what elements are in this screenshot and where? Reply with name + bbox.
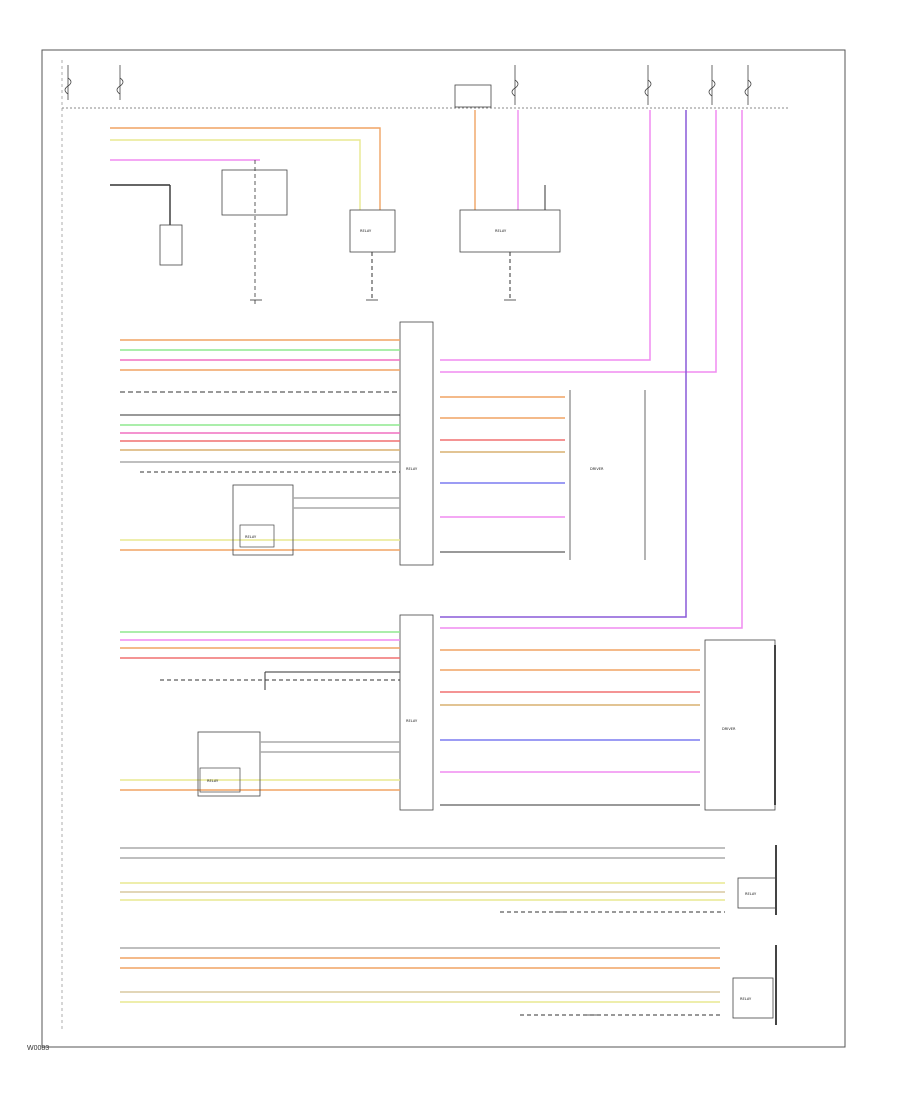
top-power-bus xyxy=(61,60,790,1030)
rf-heater-switch-label: DRIVER xyxy=(722,727,736,731)
lf-module: RELAY xyxy=(399,321,434,566)
relay-left-top-label: RELAY xyxy=(360,229,372,233)
diagram-frame xyxy=(41,49,846,1048)
lf-heater-switch-label: DRIVER xyxy=(590,467,604,471)
lf-right-wires xyxy=(440,396,565,553)
top-right-fuses xyxy=(454,65,752,108)
ignition-switch xyxy=(221,160,288,305)
lf-heater-switch: DRIVER xyxy=(569,390,646,560)
relay-right-top-label: RELAY xyxy=(495,229,507,233)
rf-heater-switch: DRIVER xyxy=(704,639,776,811)
rr-seat-wires xyxy=(120,947,720,1016)
lr-seat-motor: RELAY xyxy=(737,845,777,915)
lf-switch-relay: RELAY xyxy=(232,484,400,556)
rf-switch-relay: RELAY xyxy=(197,731,400,797)
right-feed-wires xyxy=(440,110,743,629)
top-left-fuse xyxy=(64,65,124,100)
lf-module-label: RELAY xyxy=(406,467,418,471)
rr-seat-motor-label: RELAY xyxy=(740,997,752,1001)
rf-module-label: RELAY xyxy=(406,719,418,723)
diagram-id: W0083 xyxy=(27,1045,50,1052)
ground-symbols xyxy=(250,299,597,1016)
rf-switch-relay-label: RELAY xyxy=(207,779,219,783)
left-sensor-box xyxy=(159,224,183,266)
lr-seat-motor-label: RELAY xyxy=(745,892,757,896)
rf-right-wires xyxy=(440,649,700,806)
lf-switch-relay-label: RELAY xyxy=(245,535,257,539)
relay-right-top: RELAY xyxy=(459,185,561,300)
rr-seat-motor: RELAY xyxy=(732,945,777,1025)
top-feed-wires xyxy=(110,110,519,225)
relay-left-top: RELAY xyxy=(349,209,396,300)
lf-left-wires xyxy=(120,339,400,551)
lr-seat-wires xyxy=(120,847,725,913)
rf-module: RELAY xyxy=(399,614,434,811)
